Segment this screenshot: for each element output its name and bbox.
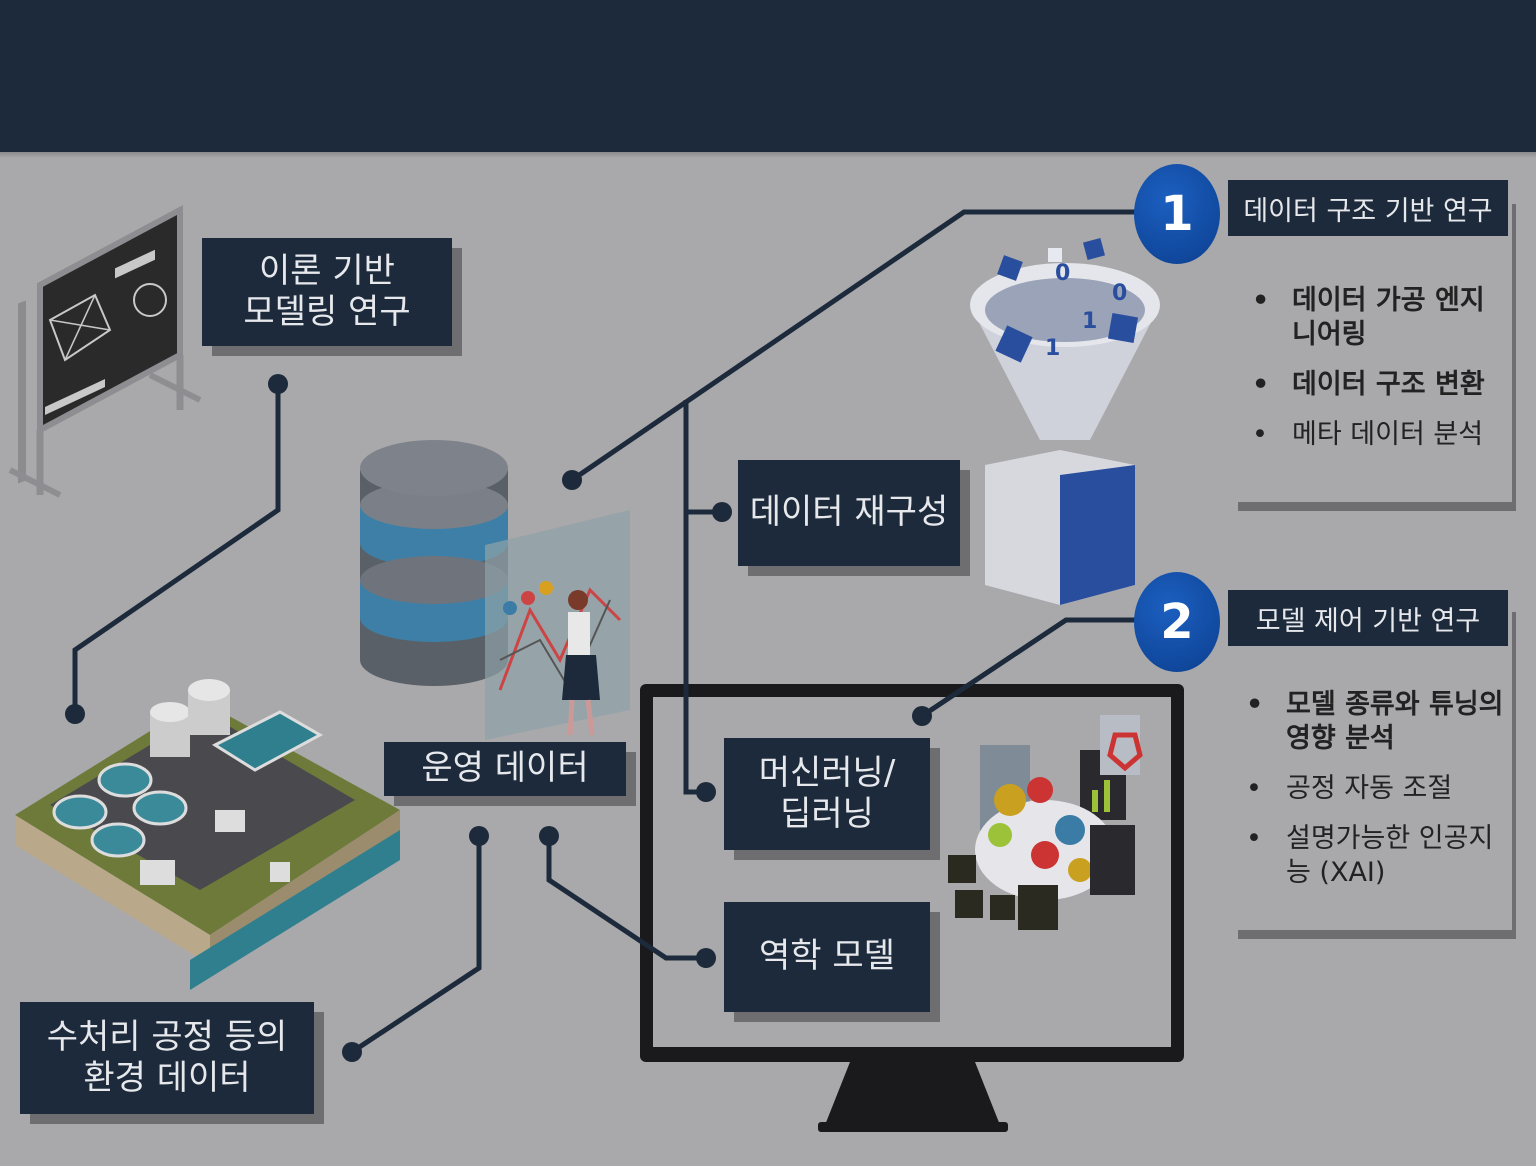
research-2-number: 2 bbox=[1160, 594, 1194, 650]
research-2-list: 모델 종류와 튜닝의 영향 분석 공정 자동 조절 설명가능한 인공지능 (XA… bbox=[1246, 688, 1508, 906]
research-1-item: 데이터 가공 엔지니어링 bbox=[1252, 284, 1502, 352]
water-plant-icon bbox=[15, 679, 400, 990]
top-banner bbox=[0, 0, 1536, 152]
research-1-title-text: 데이터 구조 기반 연구 bbox=[1243, 195, 1493, 227]
blackboard-icon bbox=[8, 204, 202, 498]
connector-dots bbox=[65, 374, 932, 1062]
brain-gears-icon bbox=[948, 715, 1143, 930]
operation-data-text: 운영 데이터 bbox=[421, 748, 589, 789]
svg-text:1: 1 bbox=[1045, 336, 1060, 361]
research-2-item: 모델 종류와 튜닝의 영향 분석 bbox=[1246, 688, 1508, 756]
operation-data-label: 운영 데이터 bbox=[384, 742, 626, 796]
svg-text:1: 1 bbox=[1082, 309, 1097, 334]
svg-text:0: 0 bbox=[1112, 281, 1127, 306]
research-1-title: 데이터 구조 기반 연구 bbox=[1228, 180, 1508, 236]
research-2-title: 모델 제어 기반 연구 bbox=[1228, 590, 1508, 646]
research-1-panel bbox=[1238, 204, 1516, 511]
water-line-1: 수처리 공정 등의 bbox=[46, 1016, 288, 1057]
theory-line-1: 이론 기반 bbox=[259, 250, 395, 291]
funnel-icon: 0 0 1 1 bbox=[970, 237, 1160, 605]
svg-text:0: 0 bbox=[1055, 261, 1070, 286]
data-restructure-label: 데이터 재구성 bbox=[738, 460, 960, 566]
ml-line-2: 딥러닝 bbox=[780, 794, 874, 834]
banner-shadow bbox=[0, 152, 1536, 158]
research-1-badge: 1 bbox=[1134, 164, 1220, 264]
ml-dl-label: 머신러닝/딥러닝 bbox=[724, 738, 930, 850]
water-line-2: 환경 데이터 bbox=[83, 1058, 251, 1098]
dynamics-model-label: 역학 모델 bbox=[724, 902, 930, 1012]
research-2-panel bbox=[1238, 612, 1516, 939]
research-1-item: 메타 데이터 분석 bbox=[1252, 418, 1502, 452]
theory-line-2: 모델링 연구 bbox=[243, 292, 411, 332]
research-2-item: 공정 자동 조절 bbox=[1246, 772, 1508, 806]
ml-line-1: 머신러닝/ bbox=[758, 752, 896, 793]
analyst-icon bbox=[485, 510, 630, 740]
research-1-item: 데이터 구조 변환 bbox=[1252, 368, 1502, 402]
data-restructure-text: 데이터 재구성 bbox=[749, 492, 949, 533]
research-1-number: 1 bbox=[1160, 186, 1194, 242]
research-2-badge: 2 bbox=[1134, 572, 1220, 672]
research-2-title-text: 모델 제어 기반 연구 bbox=[1255, 605, 1481, 637]
research-2-item: 설명가능한 인공지능 (XAI) bbox=[1246, 822, 1508, 890]
dynamics-model-text: 역학 모델 bbox=[759, 936, 895, 977]
research-1-list: 데이터 가공 엔지니어링 데이터 구조 변환 메타 데이터 분석 bbox=[1252, 284, 1502, 468]
database-icon bbox=[360, 440, 508, 686]
